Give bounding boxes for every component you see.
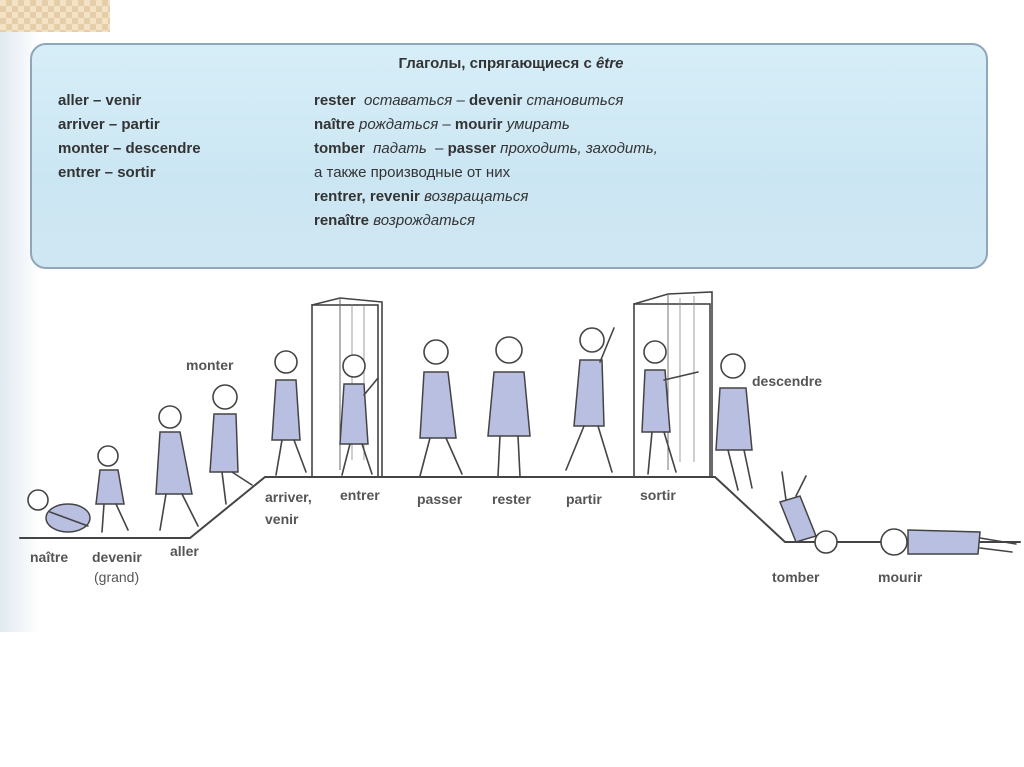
- verb-term: rentrer, revenir: [314, 188, 420, 205]
- verb-translation: проходить, заходить,: [496, 140, 658, 157]
- verb-term: mourir: [455, 116, 503, 133]
- figure-descendre: [716, 354, 752, 490]
- label-venir: venir: [265, 511, 299, 527]
- panel-title-text: Глаголы, спрягающиеся с: [399, 55, 596, 72]
- verb-pair-right-row: tomber падать – passer проходить, заходи…: [314, 137, 658, 161]
- label-devenir: devenir: [92, 549, 142, 565]
- verb-term: passer: [448, 140, 496, 157]
- verb-term: renaître: [314, 212, 369, 229]
- figure-naitre: [28, 490, 90, 532]
- verb-scene-illustration: naître devenir (grand) aller monter arri…: [0, 280, 1024, 610]
- figure-aller: [156, 406, 198, 530]
- verb-pair-right-row: naître рождаться – mourir умирать: [314, 113, 658, 137]
- label-grand: (grand): [94, 569, 139, 585]
- verb-note: а также производные от них: [314, 164, 510, 181]
- figure-tomber: [780, 472, 837, 553]
- label-arriver: arriver,: [265, 489, 312, 505]
- label-rester: rester: [492, 491, 531, 507]
- verb-pair-right-row: rester оставаться – devenir становиться: [314, 89, 658, 113]
- verb-translation: оставаться –: [356, 92, 469, 109]
- figure-monter: [210, 385, 252, 504]
- verb-translation: возрождаться: [369, 212, 475, 229]
- figure-arriver: [272, 351, 306, 475]
- label-entrer: entrer: [340, 487, 380, 503]
- verb-term: devenir: [469, 92, 522, 109]
- label-mourir: mourir: [878, 569, 923, 585]
- label-naitre: naître: [30, 549, 68, 565]
- label-monter: monter: [186, 357, 234, 373]
- verb-term: tomber: [314, 140, 365, 157]
- verb-info-panel: Глаголы, спрягающиеся с être aller – ven…: [30, 43, 988, 269]
- verb-pair-right-row: rentrer, revenir возвращаться: [314, 185, 658, 209]
- verb-pair-left-row: aller – venir: [58, 89, 201, 113]
- verb-term: naître: [314, 116, 355, 133]
- label-passer: passer: [417, 491, 463, 507]
- figure-rester: [488, 337, 530, 476]
- label-descendre: descendre: [752, 373, 822, 389]
- label-partir: partir: [566, 491, 602, 507]
- figure-entrer: [340, 355, 378, 475]
- verb-pair-left-row: monter – descendre: [58, 137, 201, 161]
- verb-pair-left-row: entrer – sortir: [58, 161, 201, 185]
- panel-title: Глаголы, спрягающиеся с être: [32, 55, 990, 72]
- verb-pair-right-row: renaître возрождаться: [314, 209, 658, 233]
- verb-translation: умирать: [502, 116, 569, 133]
- verb-pair-right-row: а также производные от них: [314, 161, 658, 185]
- label-aller: aller: [170, 543, 199, 559]
- verb-translation: падать –: [365, 140, 448, 157]
- panel-title-etre: être: [596, 55, 624, 72]
- label-sortir: sortir: [640, 487, 676, 503]
- label-tomber: tomber: [772, 569, 820, 585]
- figure-devenir: [96, 446, 128, 532]
- figure-partir: [566, 328, 614, 472]
- verb-pair-left-row: arriver – partir: [58, 113, 201, 137]
- verb-translation: возвращаться: [420, 188, 529, 205]
- verb-translation: становиться: [522, 92, 623, 109]
- figure-sortir: [642, 341, 698, 474]
- verb-term: rester: [314, 92, 356, 109]
- figure-passer: [420, 340, 462, 476]
- verb-translation: рождаться –: [355, 116, 455, 133]
